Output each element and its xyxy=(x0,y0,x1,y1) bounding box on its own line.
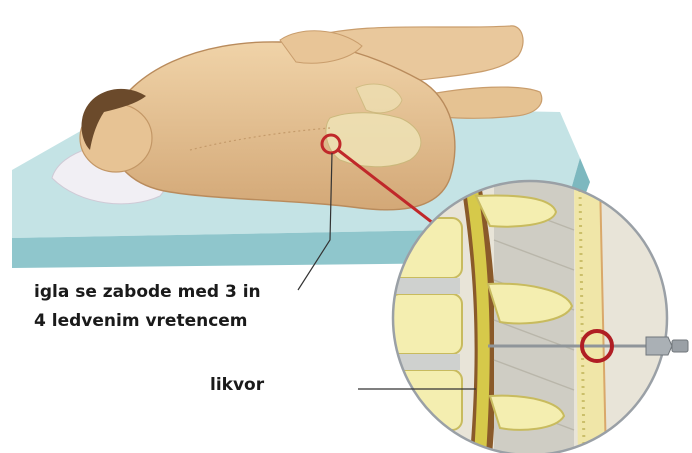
csf-label: likvor xyxy=(210,374,264,396)
magnified-spine-cross-section xyxy=(390,180,692,453)
needle-insertion-label-line2: 4 ledvenim vretencem xyxy=(34,310,248,332)
needle-insertion-label-line1: igla se zabode med 3 in xyxy=(34,281,261,303)
